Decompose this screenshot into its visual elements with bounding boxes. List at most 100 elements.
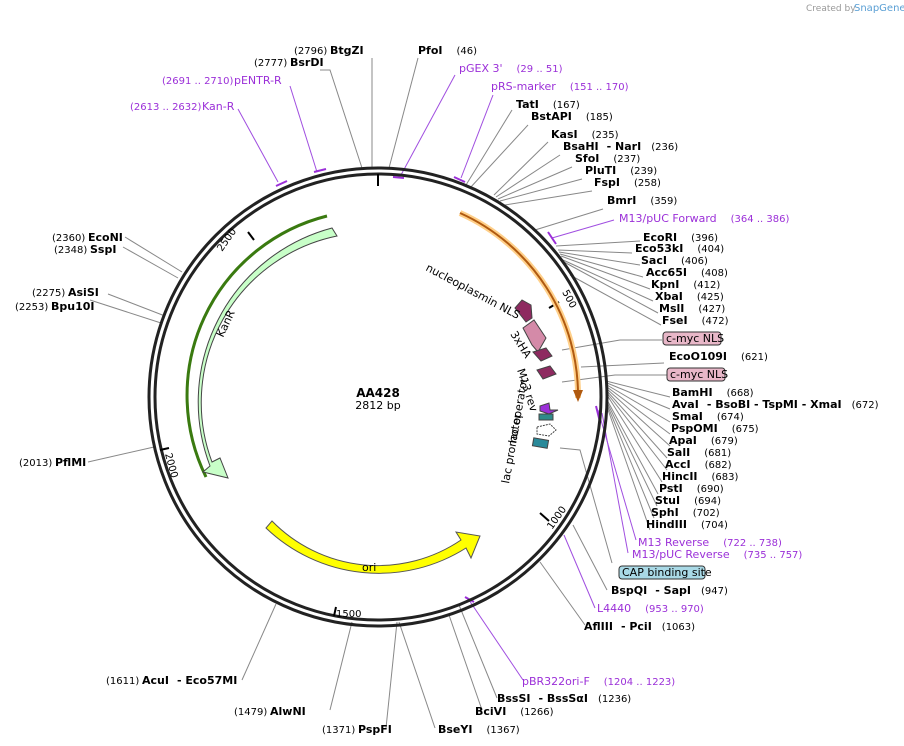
site-pos-bcivi: (1266): [520, 707, 553, 718]
site-pos-psti: (690): [697, 484, 724, 495]
site-pos-eco0109i: (621): [741, 352, 768, 363]
site-pos-bsahi: (236): [651, 142, 678, 153]
site-name-bsrdi: BsrDI: [290, 56, 324, 69]
site-extra-afliii: - PciI: [621, 620, 652, 633]
site-name-psti: PstI: [659, 482, 683, 495]
site-pos-pspfi: (1371): [322, 725, 355, 736]
site-name-hindiii: HindIII: [646, 518, 687, 531]
site-pos-msli: (427): [698, 304, 725, 315]
feature-label-ori: ori: [362, 561, 376, 574]
site-name-pflmi: PflMI: [55, 456, 86, 469]
feature-box-cap: [618, 565, 706, 580]
site-name-pspomi: PspOMI: [671, 422, 718, 435]
site-name-bamhi: BamHI: [672, 386, 713, 399]
site-name-pgex: pGEX 3': [459, 62, 503, 75]
feature-cap-site: [536, 423, 557, 437]
site-pos-bamhi: (668): [727, 388, 754, 399]
feature-kanr: [185, 214, 338, 479]
site-name-eco0109i: EcoO109I: [669, 350, 727, 363]
site-name-pspfi: PspFI: [358, 723, 392, 736]
site-name-hincii: HincII: [662, 470, 698, 483]
site-pos-alwni: (1479): [234, 707, 267, 718]
site-pos-pflmi: (2013): [19, 458, 52, 469]
site-pos-fspi: (258): [634, 178, 661, 189]
site-pos-econi: (2360): [52, 233, 85, 244]
site-pos-bpu10i: (2253): [15, 302, 48, 313]
site-pos-acc65i: (408): [701, 268, 728, 279]
site-name-ecori: EcoRI: [643, 231, 677, 244]
site-name-kpni: KpnI: [651, 278, 679, 291]
site-name-sali: SalI: [667, 446, 690, 459]
site-name-pluti: PluTI: [585, 164, 616, 177]
site-pos-m13puc: (364 .. 386): [731, 214, 790, 225]
site-extra-avai: - BsoBI - TspMI - XmaI: [707, 398, 842, 411]
site-pos-pgex: (29 .. 51): [517, 64, 563, 75]
site-name-xbai: XbaI: [655, 290, 683, 303]
site-name-acci: AccI: [665, 458, 691, 471]
site-pos-stui: (694): [694, 496, 721, 507]
feature-box-cmyc1: [662, 331, 722, 346]
site-name-bcivi: BciVI: [475, 705, 506, 718]
site-extra-bsahi: - NarI: [607, 140, 642, 153]
site-name-tati: TatI: [516, 98, 539, 111]
site-pos-pbr322: (1204 .. 1223): [604, 677, 676, 688]
site-pos-bspqi: (947): [701, 586, 728, 597]
feature-3xha: [522, 319, 547, 353]
site-name-pentr: pENTR-R: [234, 74, 282, 87]
site-extra-bspqi: - SapI: [655, 584, 691, 597]
site-name-avai: AvaI: [672, 398, 699, 411]
site-name-bmri: BmrI: [607, 194, 636, 207]
feature-nls-small-2: [536, 365, 557, 380]
plasmid-name: AA428: [356, 386, 400, 400]
site-name-bspqi: BspQI: [611, 584, 647, 597]
site-pos-hindiii: (704): [701, 520, 728, 531]
feature-label-lac-promoter: lac promoter: [499, 412, 524, 484]
site-pos-smai: (674): [717, 412, 744, 423]
site-pos-apai: (679): [711, 436, 738, 447]
site-name-bsahi: BsaHI: [563, 140, 599, 153]
site-pos-tati: (167): [553, 100, 580, 111]
site-name-bsssi: BssSI: [497, 692, 531, 705]
site-pos-l4440: (953 .. 970): [645, 604, 704, 615]
site-name-bseyi: BseYI: [438, 723, 472, 736]
feature-ori: [265, 520, 481, 574]
site-name-pbr322: pBR322ori-F: [522, 675, 590, 688]
site-name-pfoi: PfoI: [418, 44, 443, 57]
plasmid-size: 2812 bp: [355, 399, 400, 412]
site-name-sspi: SspI: [90, 243, 116, 256]
site-pos-asisi: (2275): [32, 288, 65, 299]
feature-box-label-cap: CAP binding site: [622, 566, 712, 579]
site-pos-bsrdi: (2777): [254, 58, 287, 69]
site-name-econi: EcoNI: [88, 231, 123, 244]
site-pos-xbai: (425): [697, 292, 724, 303]
site-name-fspi: FspI: [594, 176, 620, 189]
feature-nls-small-1: [532, 347, 553, 362]
feature-m13-rev: [539, 402, 559, 415]
site-name-sfoi: SfoI: [575, 152, 599, 165]
site-pos-saci: (406): [681, 256, 708, 267]
site-name-eco53ki: Eco53kI: [635, 242, 683, 255]
feature-lac-promoter: [531, 437, 550, 449]
site-pos-bmri: (359): [650, 196, 677, 207]
site-pos-hincii: (683): [712, 472, 739, 483]
site-name-m13rev: M13 Reverse: [638, 536, 709, 549]
site-name-stui: StuI: [655, 494, 680, 507]
site-extra-acui: - Eco57MI: [177, 674, 237, 687]
site-pos-pentr: (2691 .. 2710): [162, 76, 234, 87]
feature-box-label-cmyc1: c-myc NLS: [666, 332, 724, 345]
site-name-m13puc: M13/pUC Forward: [619, 212, 717, 225]
site-pos-btgzi: (2796): [294, 46, 327, 57]
site-name-l4440: L4440: [597, 602, 631, 615]
snapgene-logo: SnapGene: [854, 3, 904, 14]
feature-box-cmyc2: [666, 367, 726, 382]
site-pos-pluti: (239): [630, 166, 657, 177]
site-pos-sfoi: (237): [613, 154, 640, 165]
feature-orange-arc: [458, 210, 583, 402]
site-name-prs: pRS-marker: [491, 80, 556, 93]
site-name-smai: SmaI: [672, 410, 703, 423]
site-name-bpu10i: Bpu10I: [51, 300, 95, 313]
site-name-saci: SacI: [641, 254, 667, 267]
site-pos-pfoi: (46): [457, 46, 478, 57]
site-name-bstapi: BstAPI: [531, 110, 572, 123]
